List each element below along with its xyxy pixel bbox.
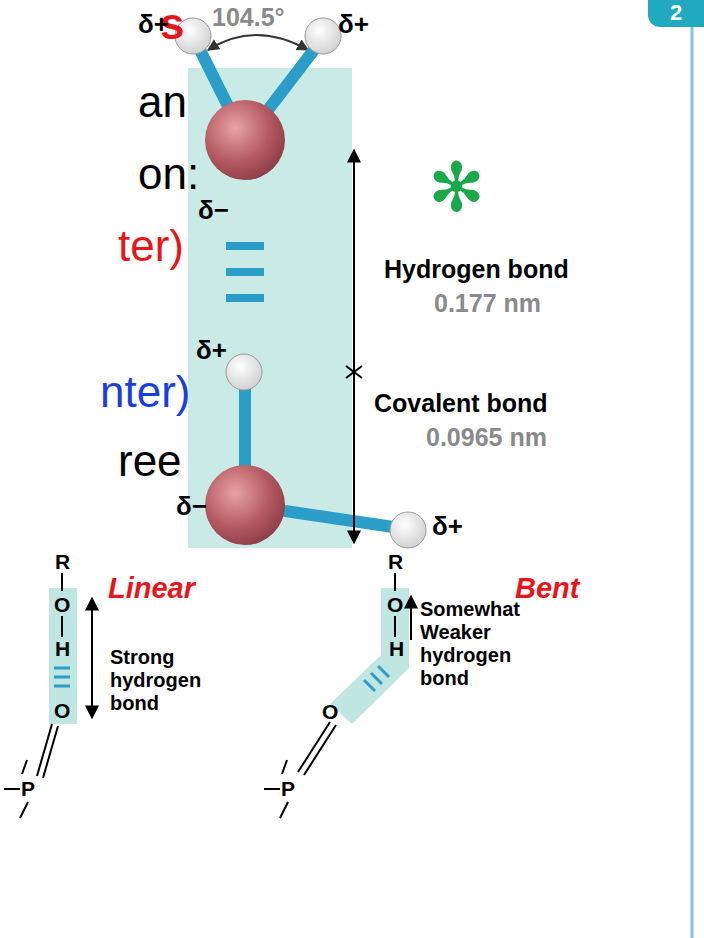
bond-type-title: Linear	[108, 573, 195, 605]
charge-label: δ+	[138, 10, 169, 39]
charge-label: δ−	[176, 492, 207, 521]
oxygen-atom	[205, 100, 285, 180]
highlight-band	[49, 588, 77, 724]
bond-type-title: Bent	[515, 573, 579, 605]
hbond-dash	[371, 673, 382, 684]
bond-line	[22, 760, 27, 774]
bond-line	[264, 788, 280, 790]
double-bond	[304, 725, 336, 775]
charge-label: δ+	[196, 336, 227, 365]
atom-symbol: H	[55, 637, 70, 660]
slide-text: ter)	[118, 222, 184, 270]
atom-symbol: O	[322, 700, 338, 723]
bond-length: 0.0965 nm	[426, 424, 547, 452]
bond-line	[394, 616, 396, 637]
atom-symbol: R	[388, 550, 403, 573]
atom-symbol: H	[389, 637, 404, 660]
asterisk-mark: ✻	[428, 150, 485, 225]
bond-note: Somewhat Weaker hydrogen bond	[420, 598, 525, 690]
oxygen-atom	[205, 465, 285, 545]
slide-text: an	[138, 78, 187, 126]
dimension-tick	[346, 366, 362, 378]
bond-name: Covalent bond	[374, 390, 548, 418]
slide-text: nter)	[100, 368, 190, 416]
atom-symbol: P	[281, 777, 295, 800]
hydrogen-atom	[305, 18, 341, 54]
highlight-band	[330, 588, 409, 724]
double-bond	[43, 726, 58, 778]
charge-label: δ+	[338, 10, 369, 39]
bond-line	[4, 788, 20, 790]
atom-symbol: R	[55, 550, 70, 573]
bond-note: Strong hydrogen bond	[110, 646, 215, 715]
hbond-dash	[364, 680, 375, 691]
bond-line	[61, 573, 63, 591]
atom-symbol: O	[387, 593, 403, 616]
bond-line	[20, 802, 28, 818]
page-badge: 2	[648, 0, 704, 27]
dimension-line	[353, 372, 355, 543]
dimension-line	[353, 150, 355, 372]
slide-text: on:	[138, 150, 199, 198]
hbond-dash	[378, 666, 389, 677]
highlight-band	[188, 68, 352, 548]
hbond-dash	[226, 242, 264, 250]
dimension-line	[91, 650, 93, 718]
dimension-line	[91, 598, 93, 650]
bond-line	[394, 573, 396, 591]
double-bond	[298, 722, 330, 772]
hydrogen-atom	[390, 512, 426, 548]
hydrogen-atom	[226, 354, 262, 390]
atom-symbol: O	[54, 699, 70, 722]
bond-line	[280, 802, 288, 818]
hbond-dash	[54, 676, 70, 679]
hbond-dash	[54, 667, 70, 670]
charge-label: δ−	[198, 196, 229, 225]
angle-label: 104.5°	[212, 4, 285, 32]
bond-length: 0.177 nm	[434, 290, 541, 318]
angle-arc	[208, 35, 308, 50]
bond-name: Hydrogen bond	[384, 256, 569, 284]
double-bond	[37, 724, 52, 776]
panel-border	[691, 26, 694, 938]
atom-symbol: P	[21, 777, 35, 800]
slide-text: ree	[118, 437, 182, 485]
bond-line	[61, 616, 63, 637]
badge-number: 2	[648, 0, 704, 26]
bond-line	[282, 760, 287, 774]
hbond-dash	[226, 268, 264, 276]
hbond-dash	[226, 294, 264, 302]
dimension-line	[410, 596, 412, 640]
dimension-tick	[346, 366, 362, 378]
hbond-dash	[54, 685, 70, 688]
charge-label: δ+	[432, 512, 463, 541]
atom-symbol: O	[54, 593, 70, 616]
